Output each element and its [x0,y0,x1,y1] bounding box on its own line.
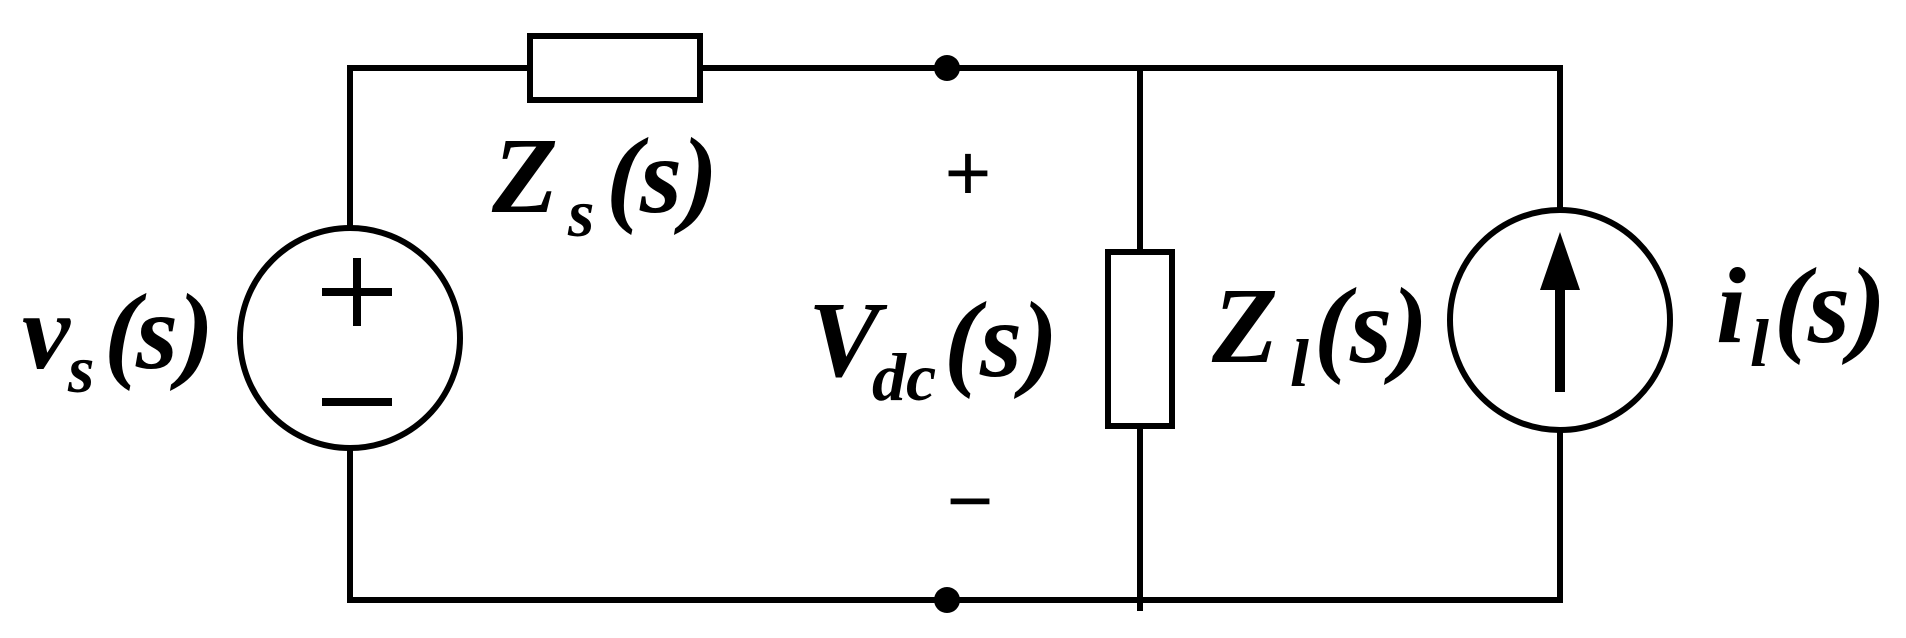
label-source-voltage-sub: s [67,331,94,407]
label-source-impedance-main: Z [491,117,558,236]
label-source-voltage-arg: s [135,273,178,392]
label-load-current-main: i [1716,247,1746,366]
label-source-voltage-main: v [22,273,71,392]
label-load-impedance-main: Z [1211,267,1278,386]
label-load-impedance-open-paren: ( [1314,267,1357,386]
source-impedance-resistor [527,33,703,103]
terminal-node-bottom [934,587,960,613]
label-dc-voltage-arg: s [979,281,1022,400]
label-source-impedance-arg: s [639,117,682,236]
vdc-minus-sign: − [947,456,994,545]
vdc-plus-sign: + [945,128,992,217]
label-load-current-sub: l [1750,305,1769,381]
load-impedance-resistor [1105,249,1175,429]
label-source-impedance-open-paren: ( [606,117,649,236]
label-load-current: i l ( s ) [1716,247,1886,381]
label-load-impedance-arg: s [1349,267,1392,386]
label-source-voltage: v s ( s ) [22,273,214,407]
label-dc-voltage-main: V [808,281,888,400]
current-source [1447,207,1673,433]
current-source-arrow-up-icon [1540,232,1580,290]
voltage-source-circle [237,225,463,451]
label-source-voltage-open-paren: ( [104,273,147,392]
label-load-impedance: Z l ( s ) [1211,267,1428,401]
label-source-impedance-sub: s [567,175,594,251]
terminal-node-top [934,55,960,81]
voltage-source [237,225,463,451]
label-source-impedance: Z s ( s ) [491,117,718,251]
wire-top-left [347,65,533,231]
wire-top-right [697,65,1563,213]
label-dc-voltage-sub: dc [872,339,936,415]
label-load-impedance-sub: l [1290,325,1309,401]
label-load-current-open-paren: ( [1774,247,1817,366]
label-load-current-arg: s [1807,247,1850,366]
label-dc-voltage-open-paren: ( [944,281,987,400]
label-dc-voltage: V dc ( s ) [808,281,1058,415]
